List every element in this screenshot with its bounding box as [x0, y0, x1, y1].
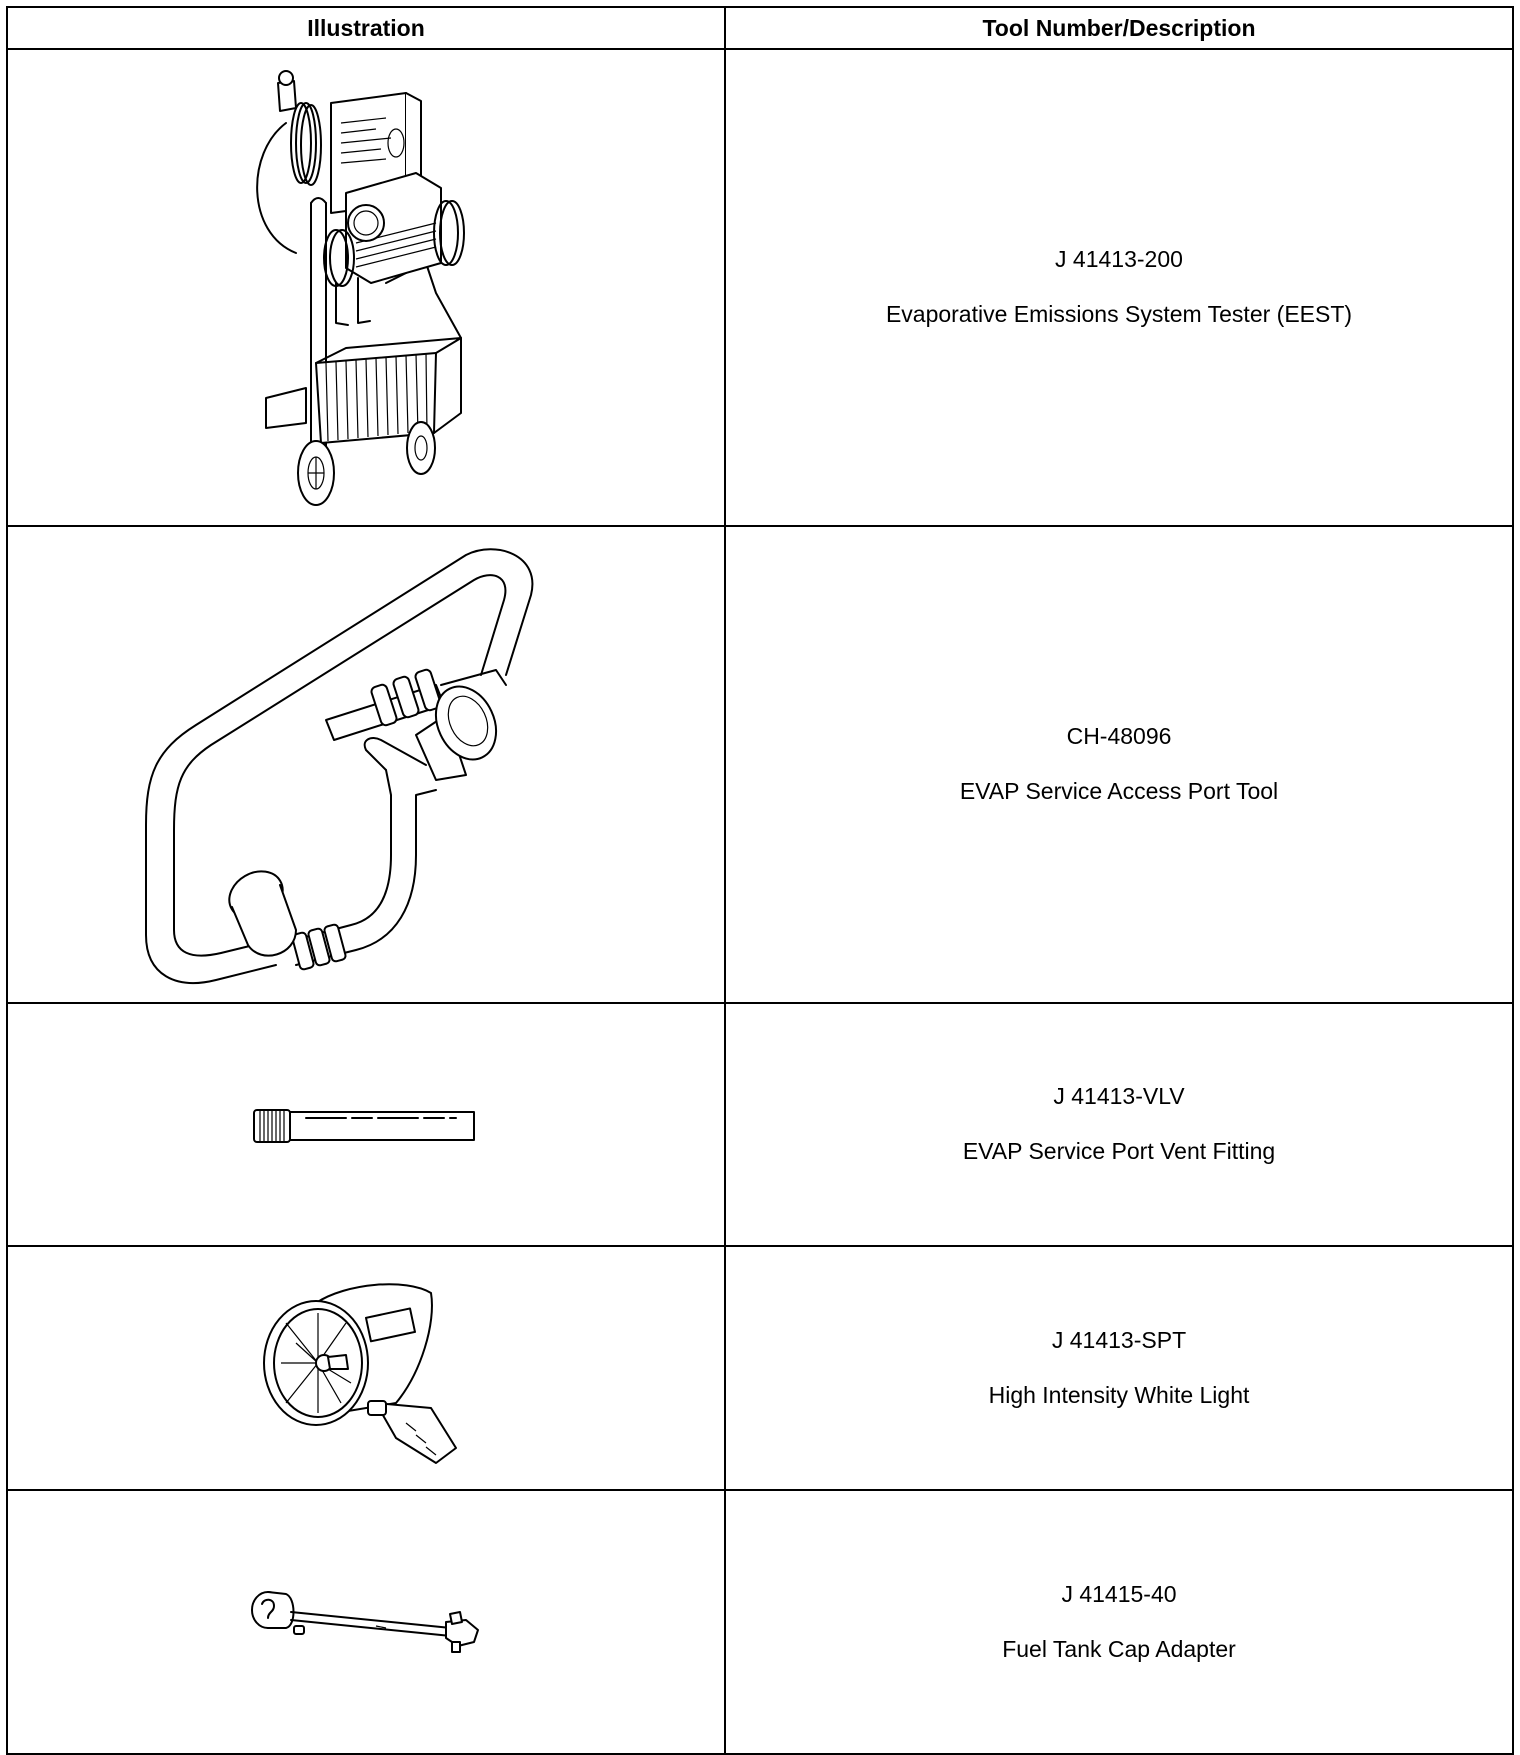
illustration-cell	[6, 1002, 726, 1247]
table-row: J 41415-40 Fuel Tank Cap Adapter	[6, 1489, 1514, 1755]
table-header-row: Illustration Tool Number/Description	[6, 6, 1514, 50]
spotlight-illustration	[263, 1283, 457, 1464]
table-row: J 41413-SPT High Intensity White Light	[6, 1245, 1514, 1491]
tool-number: J 41415-40	[1061, 1580, 1177, 1607]
table-row: CH-48096 EVAP Service Access Port Tool	[6, 525, 1514, 1004]
service-access-port-hose-illustration	[145, 547, 534, 984]
table-row: J 41413-VLV EVAP Service Port Vent Fitti…	[6, 1002, 1514, 1247]
header-tool-number-description: Tool Number/Description	[724, 6, 1514, 50]
tool-description-cell: J 41413-200 Evaporative Emissions System…	[724, 48, 1514, 527]
cap-adapter-illustration	[251, 1591, 479, 1653]
vent-fitting-illustration	[253, 1108, 475, 1143]
tool-number: J 41413-VLV	[1053, 1083, 1185, 1110]
tool-number: J 41413-200	[1055, 246, 1183, 273]
tool-description: EVAP Service Access Port Tool	[959, 778, 1279, 804]
illustration-cell	[6, 1489, 726, 1755]
tool-description: Evaporative Emissions System Tester (EES…	[885, 301, 1353, 327]
evap-tester-cart-illustration	[256, 69, 465, 506]
illustration-cell	[6, 1245, 726, 1491]
tool-description-cell: J 41415-40 Fuel Tank Cap Adapter	[724, 1489, 1514, 1755]
tool-number: J 41413-SPT	[1051, 1326, 1187, 1353]
tool-description: Fuel Tank Cap Adapter	[1002, 1635, 1236, 1662]
tool-description: High Intensity White Light	[988, 1381, 1250, 1408]
illustration-cell	[6, 525, 726, 1004]
tool-number: CH-48096	[1066, 723, 1172, 750]
header-illustration: Illustration	[6, 6, 726, 50]
tool-description-cell: CH-48096 EVAP Service Access Port Tool	[724, 525, 1514, 1004]
illustration-cell	[6, 48, 726, 527]
tool-description: EVAP Service Port Vent Fitting	[962, 1138, 1276, 1164]
table-row: J 41413-200 Evaporative Emissions System…	[6, 48, 1514, 527]
special-tools-table: Illustration Tool Number/Description	[6, 6, 1514, 1755]
tool-description-cell: J 41413-VLV EVAP Service Port Vent Fitti…	[724, 1002, 1514, 1247]
tool-description-cell: J 41413-SPT High Intensity White Light	[724, 1245, 1514, 1491]
